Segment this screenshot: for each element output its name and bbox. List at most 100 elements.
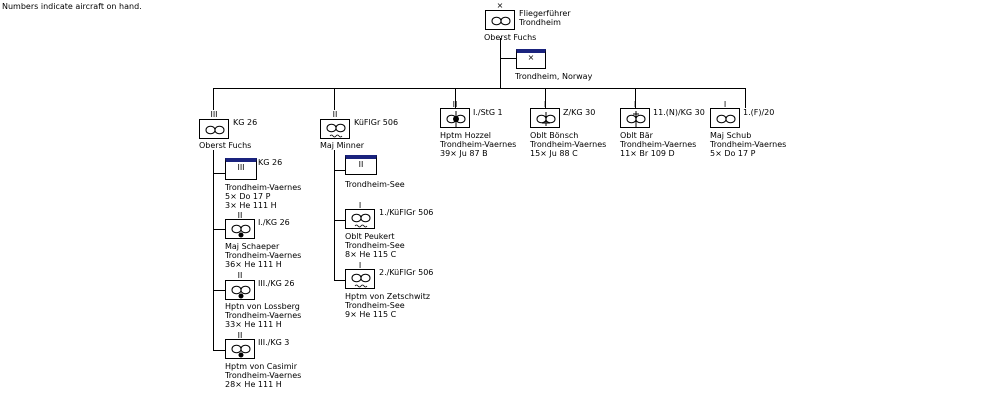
echelon-marker: I (358, 201, 362, 210)
kg26-stab-name: KG 26 (258, 158, 283, 167)
reconnaissance-icon (716, 114, 736, 124)
dive-bomber-icon (446, 111, 466, 127)
connector (334, 170, 346, 171)
s1-kufl506-aircraft: 8× He 115 C (345, 250, 397, 259)
bomber-icon (231, 344, 251, 358)
echelon-marker: II (358, 160, 364, 169)
kufl506-symbol (320, 119, 350, 139)
echelon-marker: II (332, 110, 338, 119)
root-hq-symbol: × (516, 49, 546, 69)
s1-kufl506-location: Trondheim-See (345, 241, 405, 250)
i-stg1-aircraft: 39× Ju 87 B (440, 149, 488, 158)
connector (334, 150, 335, 280)
chart-note: Numbers indicate aircraft on hand. (2, 2, 142, 11)
kg26-commander: Oberst Fuchs (199, 141, 252, 150)
iii-kg26-location: Trondheim-Vaernes (225, 311, 302, 320)
root-unit-commander: Oberst Fuchs (484, 33, 537, 42)
s11-kg30-symbol (620, 108, 650, 128)
bomber-icon (231, 224, 251, 238)
aviation-icon (205, 125, 225, 135)
echelon-marker: × (527, 53, 535, 62)
kg26-name: KG 26 (233, 118, 258, 127)
i-stg1-commander: Hptm Hozzel (440, 131, 492, 140)
i-stg1-name: I./StG 1 (473, 108, 503, 117)
echelon-marker: II (237, 331, 243, 340)
kufl506-commander: Maj Minner (320, 141, 365, 150)
echelon-marker: I (723, 100, 727, 109)
i-kg26-symbol (225, 219, 255, 239)
connector (213, 229, 225, 230)
z-kg30-location: Trondheim-Vaernes (530, 140, 607, 149)
night-fighter-icon (626, 111, 646, 127)
s2-kufl506-commander: Hptm von Zetschwitz (345, 292, 431, 301)
z-kg30-symbol (530, 108, 560, 128)
kufl506-stab-symbol: II (345, 155, 377, 175)
echelon-marker: III (237, 163, 245, 172)
s1f-20-symbol (710, 108, 740, 128)
echelon-marker: I (358, 261, 362, 270)
s1-kufl506-commander: Oblt Peukert (345, 232, 395, 241)
s1-kufl506-symbol (345, 209, 375, 229)
z-kg30-commander: Oblt Bönsch (530, 131, 579, 140)
kg26-symbol (199, 119, 229, 139)
root-unit-place: Trondheim (519, 18, 561, 27)
connector (213, 150, 214, 350)
echelon-marker: I (633, 100, 637, 109)
connector (500, 58, 516, 59)
connector (635, 88, 636, 108)
z-kg30-aircraft: 15× Ju 88 C (530, 149, 578, 158)
connector (213, 88, 214, 110)
connector (545, 88, 546, 108)
s11-kg30-commander: Oblt Bär (620, 131, 653, 140)
s2-kufl506-name: 2./KüFlGr 506 (379, 268, 434, 277)
i-kg26-location: Trondheim-Vaernes (225, 251, 302, 260)
i-kg26-aircraft: 36× He 111 H (225, 260, 282, 269)
s2-kufl506-location: Trondheim-See (345, 301, 405, 310)
connector (500, 38, 501, 88)
iii-kg3-location: Trondheim-Vaernes (225, 371, 302, 380)
echelon-marker: II (452, 100, 458, 109)
s2-kufl506-symbol (345, 269, 375, 289)
s11-kg30-name: 11.(N)/KG 30 (653, 108, 705, 117)
connector (213, 88, 745, 89)
i-kg26-name: I./KG 26 (258, 218, 290, 227)
s2-kufl506-aircraft: 9× He 115 C (345, 310, 397, 319)
kg26-stab-aircraft-2: 3× He 111 H (225, 201, 277, 210)
echelon-marker: III (210, 110, 218, 119)
bomber-icon (231, 285, 251, 299)
kufl506-name: KüFlGr 506 (354, 118, 399, 127)
connector (455, 88, 456, 108)
root-unit-name: Fliegerführer (519, 9, 571, 18)
heavy-fighter-icon (536, 112, 556, 126)
iii-kg26-name: III./KG 26 (258, 279, 295, 288)
z-kg30-name: Z/KG 30 (563, 108, 596, 117)
s1f-20-location: Trondheim-Vaernes (710, 140, 787, 149)
root-hq-location: Trondheim, Norway (515, 72, 593, 81)
connector (334, 88, 335, 110)
i-stg1-symbol (440, 108, 470, 128)
connector (213, 290, 225, 291)
iii-kg3-name: III./KG 3 (258, 338, 290, 347)
seaplane-icon (351, 273, 371, 288)
i-stg1-location: Trondheim-Vaernes (440, 140, 517, 149)
echelon-marker: II (237, 271, 243, 280)
s1f-20-aircraft: 5× Do 17 P (710, 149, 756, 158)
kg26-stab-symbol: III (225, 158, 257, 180)
kufl506-stab-location: Trondheim-See (345, 180, 405, 189)
iii-kg3-aircraft: 28× He 111 H (225, 380, 282, 389)
connector (334, 220, 346, 221)
iii-kg26-symbol (225, 280, 255, 300)
seaplane-icon (351, 213, 371, 228)
iii-kg3-commander: Hptm von Casimir (225, 362, 297, 371)
root-unit-symbol (485, 10, 515, 30)
connector (745, 88, 746, 108)
s11-kg30-location: Trondheim-Vaernes (620, 140, 697, 149)
i-kg26-commander: Maj Schaeper (225, 242, 280, 251)
echelon-marker: II (237, 211, 243, 220)
s1f-20-name: 1.(F)/20 (743, 108, 775, 117)
kg26-stab-aircraft-1: 5× Do 17 P (225, 192, 271, 201)
echelon-marker: I (543, 100, 547, 109)
s1f-20-commander: Maj Schub (710, 131, 752, 140)
connector (213, 173, 225, 174)
iii-kg26-aircraft: 33× He 111 H (225, 320, 282, 329)
